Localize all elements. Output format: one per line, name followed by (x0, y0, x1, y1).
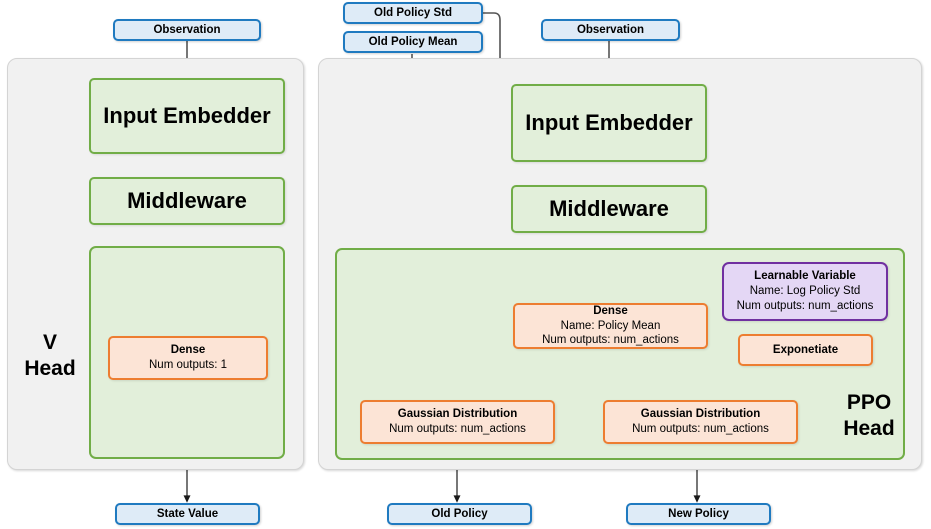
ppo-head-learnable-variable-name: Name: Log Policy Std (749, 285, 861, 298)
input-observation-right[interactable]: Observation (541, 19, 680, 41)
v-head-input-embedder[interactable]: Input Embedder (89, 78, 285, 154)
ppo-head-gaussian-new[interactable]: Gaussian Distribution Num outputs: num_a… (603, 400, 798, 444)
ppo-head-gaussian-new-title: Gaussian Distribution (640, 408, 761, 421)
ppo-head-exponetiate-label: Exponetiate (772, 343, 839, 356)
ppo-head-learnable-variable-num-outputs: Num outputs: num_actions (736, 299, 874, 312)
v-head-label-line2: Head (24, 356, 76, 380)
input-old-policy-std-label: Old Policy Std (374, 7, 452, 19)
input-old-policy-mean[interactable]: Old Policy Mean (343, 31, 483, 53)
ppo-head-middleware[interactable]: Middleware (511, 185, 707, 233)
output-state-value[interactable]: State Value (115, 503, 260, 525)
input-observation-right-label: Observation (576, 24, 645, 36)
ppo-head-learnable-variable[interactable]: Learnable Variable Name: Log Policy Std … (722, 262, 888, 321)
ppo-head-label-line2: Head (843, 416, 895, 440)
v-head-input-embedder-label: Input Embedder (103, 103, 271, 128)
input-old-policy-mean-label: Old Policy Mean (368, 36, 458, 48)
output-new-policy[interactable]: New Policy (626, 503, 771, 525)
output-new-policy-label: New Policy (668, 508, 729, 520)
ppo-head-label: PPO Head (824, 390, 914, 441)
v-head-label: V Head (12, 330, 88, 381)
output-old-policy[interactable]: Old Policy (387, 503, 532, 525)
ppo-head-gaussian-old-num-outputs: Num outputs: num_actions (389, 423, 526, 435)
input-observation-left[interactable]: Observation (113, 19, 261, 41)
v-head-label-line1: V (42, 331, 57, 354)
ppo-head-exponetiate[interactable]: Exponetiate (738, 334, 873, 366)
ppo-head-dense-title: Dense (593, 304, 628, 317)
ppo-head-gaussian-new-num-outputs: Num outputs: num_actions (632, 423, 769, 435)
ppo-head-dense-policy-mean[interactable]: Dense Name: Policy Mean Num outputs: num… (513, 303, 708, 349)
input-observation-left-label: Observation (153, 24, 221, 36)
output-old-policy-label: Old Policy (431, 508, 488, 520)
v-head-middleware[interactable]: Middleware (89, 177, 285, 225)
v-head-dense-title: Dense (170, 344, 206, 357)
v-head-dense[interactable]: Dense Num outputs: 1 (108, 336, 268, 380)
ppo-head-label-line1: PPO (846, 391, 892, 414)
ppo-head-dense-num-outputs: Num outputs: num_actions (542, 334, 679, 347)
v-head-middleware-label: Middleware (127, 188, 247, 213)
output-state-value-label: State Value (156, 508, 219, 520)
ppo-head-gaussian-old[interactable]: Gaussian Distribution Num outputs: num_a… (360, 400, 555, 444)
ppo-head-gaussian-old-title: Gaussian Distribution (397, 408, 518, 421)
ppo-head-input-embedder-label: Input Embedder (525, 110, 693, 135)
ppo-head-dense-name: Name: Policy Mean (560, 319, 661, 332)
ppo-head-middleware-label: Middleware (549, 196, 669, 221)
v-head-dense-num-outputs: Num outputs: 1 (149, 359, 227, 371)
input-old-policy-std[interactable]: Old Policy Std (343, 2, 483, 24)
ppo-head-learnable-variable-title: Learnable Variable (754, 270, 856, 283)
ppo-head-input-embedder[interactable]: Input Embedder (511, 84, 707, 162)
